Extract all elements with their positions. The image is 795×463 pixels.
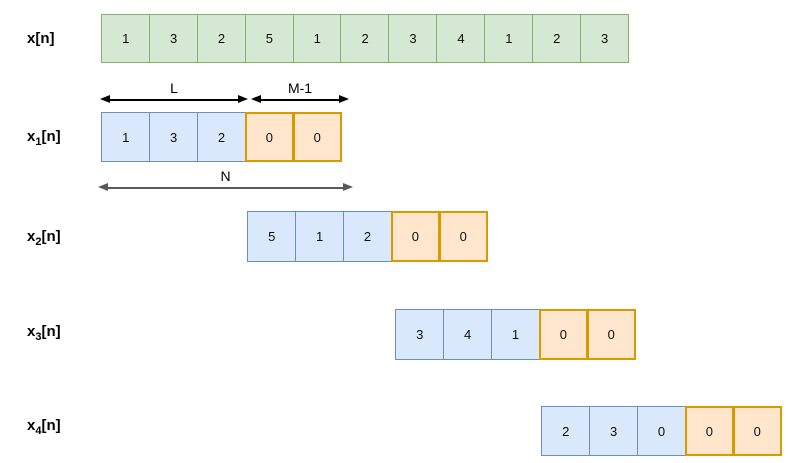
cell: 0	[684, 406, 735, 456]
cell: 0	[244, 112, 295, 162]
row-label-bracket: [n]	[41, 323, 61, 340]
m-minus-1-range-arrow	[251, 95, 349, 105]
cell: 0	[538, 309, 589, 360]
row-label-base: x	[27, 417, 36, 434]
n-length-label: N	[220, 168, 231, 184]
arrowhead-right-icon	[343, 183, 353, 192]
row-label-base: x	[27, 128, 36, 145]
cell: 1	[484, 14, 534, 63]
arrowhead-right-icon	[339, 95, 349, 104]
arrowhead-left-icon	[98, 183, 108, 192]
row-label-bracket: [n]	[35, 30, 55, 47]
row-label-bracket: [n]	[41, 128, 61, 145]
n-range-arrow	[98, 183, 353, 193]
cell: 0	[636, 406, 687, 456]
row-label-x: x[n]	[27, 29, 55, 54]
cell: 1	[101, 112, 151, 162]
cell: 1	[294, 211, 345, 262]
l-range-arrow	[100, 95, 248, 105]
cell: 2	[342, 211, 393, 262]
row-label-bracket: [n]	[41, 228, 61, 245]
cell: 3	[588, 406, 639, 456]
cell: 2	[196, 14, 247, 63]
row-label-x1: x1[n]	[27, 127, 61, 152]
row-label-x3: x3[n]	[27, 322, 61, 347]
row-label-base: x	[27, 30, 36, 47]
cell: 5	[244, 14, 295, 63]
cell: 0	[586, 309, 636, 360]
row-label-base: x	[27, 228, 36, 245]
l-length-label: L	[170, 80, 178, 96]
cell: 0	[732, 406, 782, 456]
row-label-subscript: 1	[35, 136, 42, 148]
cell: 3	[579, 14, 630, 63]
arrowhead-left-icon	[100, 95, 110, 104]
cell: 2	[532, 14, 582, 63]
cell: 3	[148, 14, 199, 63]
cell: 1	[490, 309, 541, 360]
cell: 1	[292, 14, 342, 63]
cell: 4	[436, 14, 486, 63]
arrow-shaft	[258, 99, 342, 101]
cell: 0	[438, 211, 488, 262]
m-minus-1-length-label: M-1	[287, 80, 313, 96]
cell: 3	[388, 14, 438, 63]
cell: 0	[292, 112, 342, 162]
row-label-bracket: [n]	[41, 417, 61, 434]
row-label-subscript: 2	[35, 236, 42, 248]
cell: 1	[101, 14, 151, 63]
cell: 2	[340, 14, 390, 63]
cell: 2	[541, 406, 591, 456]
arrow-shaft	[107, 99, 241, 101]
cell: 3	[395, 309, 445, 360]
row-label-base: x	[27, 323, 36, 340]
arrowhead-right-icon	[238, 95, 248, 104]
row-label-subscript: 4	[35, 425, 42, 437]
cell: 2	[196, 112, 247, 162]
cell: 0	[390, 211, 441, 262]
row-label-subscript: 3	[35, 331, 42, 343]
arrowhead-left-icon	[251, 95, 261, 104]
row-label-x2: x2[n]	[27, 227, 61, 252]
cell: 4	[442, 309, 493, 360]
cell: 3	[148, 112, 199, 162]
cell: 5	[247, 211, 297, 262]
row-label-x4: x4[n]	[27, 416, 61, 441]
arrow-shaft	[105, 187, 346, 189]
